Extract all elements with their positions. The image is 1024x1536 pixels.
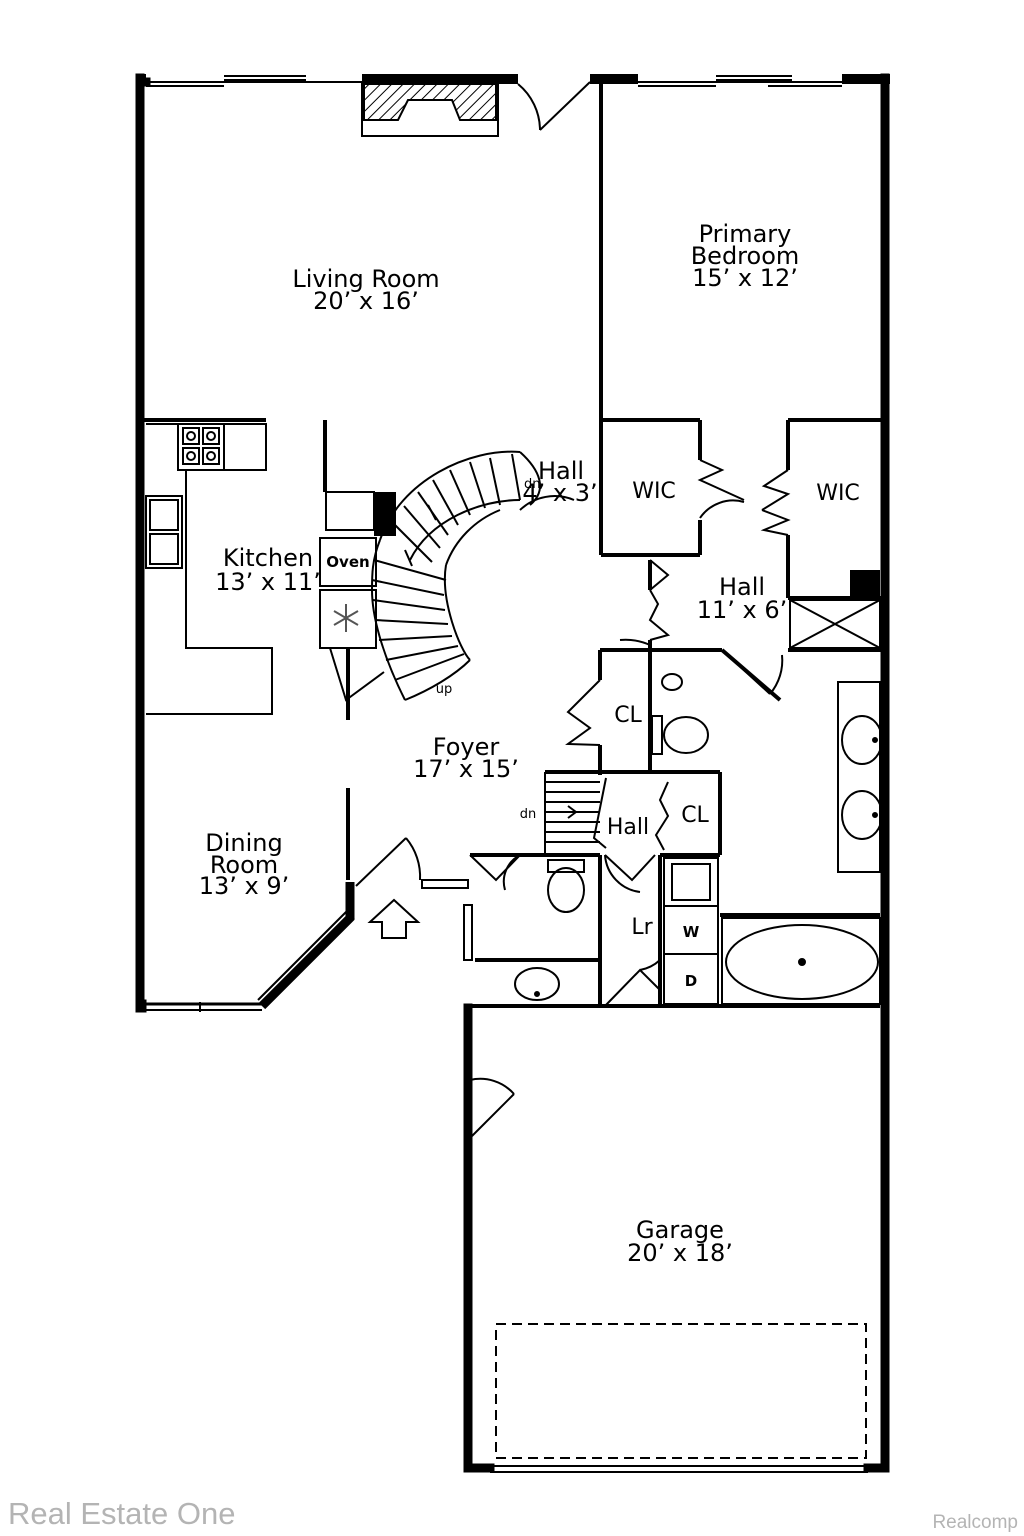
hall-doors: [469, 559, 784, 1007]
dining-room-name-2: Room: [210, 851, 278, 879]
foyer-dims: 17’ x 15’: [413, 755, 519, 783]
garage-name: Garage: [636, 1216, 724, 1244]
dining-room-dims: 13’ x 9’: [199, 872, 290, 900]
exterior-walls: [135, 73, 890, 1473]
primary-bedroom-name-1: Primary: [699, 220, 792, 248]
windows-top: [146, 75, 842, 87]
closet-upper-label: CL: [614, 703, 642, 728]
living-room-name: Living Room: [292, 265, 439, 293]
primary-bedroom-dims: 15’ x 12’: [692, 264, 798, 292]
wic-doors: [697, 459, 791, 536]
kitchen-pantry-block: [374, 492, 396, 536]
foyer-name: Foyer: [433, 733, 500, 761]
oven-label: Oven: [326, 553, 369, 571]
hall-small-label: Hall: [607, 815, 649, 840]
garage-dims: 20’ x 18’: [627, 1239, 733, 1267]
garage: [469, 1077, 868, 1473]
vanity: [837, 681, 883, 873]
watermark-left: Real Estate One: [8, 1496, 236, 1531]
stairs-down-label: dn: [520, 807, 537, 822]
stairs-down-top-label: dn: [524, 477, 541, 492]
watermark-right: Realcomp: [932, 1512, 1018, 1533]
door-living-top: [517, 81, 591, 131]
curved-stairs: [329, 450, 541, 702]
hall-top-dims: 4’ x 3’: [522, 479, 597, 507]
hall-mid-name: Hall: [719, 573, 765, 601]
primary-bedroom-name-2: Bedroom: [691, 242, 800, 270]
labels: Living Room 20’ x 16’ Primary Bedroom 15…: [199, 220, 860, 1267]
kitchen-walls: [144, 418, 350, 880]
closet-lower-label: CL: [681, 803, 709, 828]
kitchen-dims: 13’ x 11’: [215, 568, 321, 596]
hall-top-name: Hall: [538, 457, 584, 485]
laundry-label: Lr: [631, 915, 653, 940]
range: [182, 427, 220, 465]
bedroom-walls: [599, 84, 885, 598]
toilet-main: [651, 673, 709, 755]
washer-label: W: [683, 923, 700, 941]
powder-room: [421, 859, 585, 1001]
kitchen-name: Kitchen: [223, 544, 313, 572]
dining-bay: [139, 882, 355, 1013]
top-wall: [136, 74, 890, 84]
laundry: [663, 857, 719, 1005]
foyer-entry: [355, 837, 422, 939]
shower: [789, 570, 881, 649]
small-stairs: [544, 772, 607, 856]
hall-mid-dims: 11’ x 6’: [697, 596, 788, 624]
bath-walls: [470, 560, 885, 1008]
closet-lower-door: [654, 781, 670, 851]
snowflake-icon: [333, 604, 359, 632]
hall-top-door: [519, 495, 575, 511]
dining-room-name-1: Dining: [205, 829, 282, 857]
living-room-dims: 20’ x 16’: [313, 287, 419, 315]
wic-right-label: WIC: [816, 481, 860, 506]
dryer-label: D: [685, 972, 697, 990]
bathtub: [721, 917, 881, 1005]
wic-left-label: WIC: [632, 479, 676, 504]
stairs-up-label: up: [436, 682, 453, 697]
fireplace: [361, 83, 499, 137]
